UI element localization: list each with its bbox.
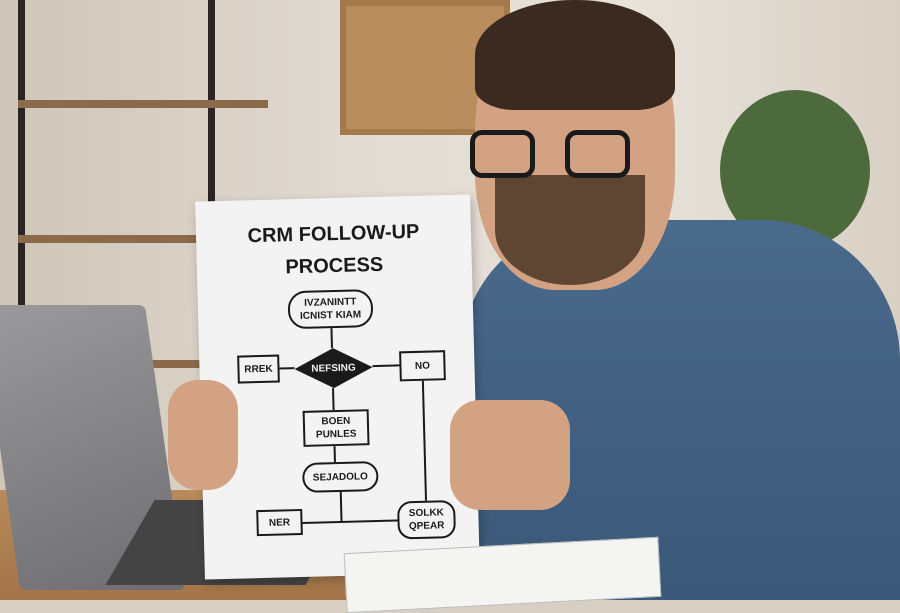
beard [495, 175, 645, 285]
wall-frame [340, 0, 510, 135]
left-node: RREK [237, 354, 280, 384]
left-hand [168, 380, 238, 490]
hair [475, 0, 675, 110]
schedule-node: SEJADOLO [301, 460, 379, 493]
bottom-left-node: NER [256, 508, 303, 537]
glasses [470, 130, 640, 180]
start-node: IVZANINTT ICNIST KIAM [287, 289, 374, 330]
person [440, 0, 900, 600]
process-node: BOEN PUNLES [302, 409, 370, 447]
decision-node: NEFSING [294, 347, 373, 389]
flowchart-title: CRM FOLLOW-UP PROCESS [247, 220, 420, 279]
flowchart-paper: CRM FOLLOW-UP PROCESS IVZANINTT ICNIST K… [195, 194, 480, 580]
right-node: NO [399, 350, 446, 382]
end-node: SOLKK QPEAR [397, 499, 456, 540]
right-hand [450, 400, 570, 510]
